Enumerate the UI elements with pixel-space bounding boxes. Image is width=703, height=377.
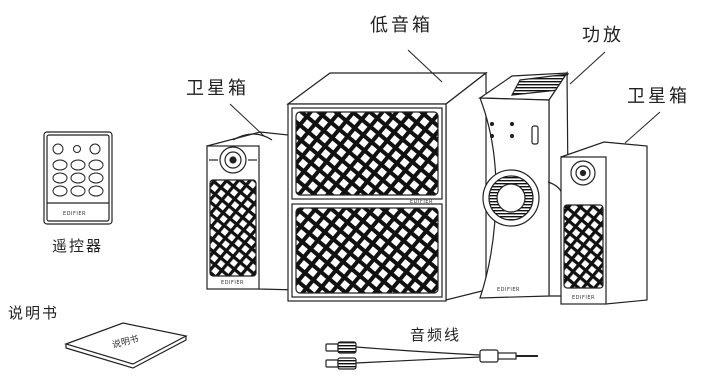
subwoofer-brand: EDIFIER — [410, 199, 433, 205]
satellite-speaker-right: EDIFIER — [560, 141, 648, 305]
subwoofer: EDIFIER — [286, 71, 488, 302]
audio-cable — [325, 341, 538, 370]
label-manual: 说明书 — [8, 304, 60, 322]
amplifier: EDIFIER — [478, 71, 570, 299]
manual-booklet: 说明书 — [64, 322, 188, 369]
label-satellite-left: 卫星箱 — [186, 78, 249, 99]
label-audio-cable: 音频线 — [410, 326, 462, 344]
remote-control: EDIFIER — [43, 131, 113, 225]
label-amplifier: 功放 — [582, 25, 624, 46]
remote-buttons — [52, 143, 104, 197]
satellite-left-brand: EDIFIER — [221, 280, 244, 286]
remote-brand-text: EDIFIER — [63, 211, 86, 217]
satellite-speaker-left: EDIFIER — [206, 131, 299, 291]
leader-lines — [229, 49, 661, 144]
label-satellite-right: 卫星箱 — [627, 86, 690, 107]
label-subwoofer: 低音箱 — [370, 15, 433, 36]
amplifier-brand: EDIFIER — [497, 287, 520, 293]
label-remote: 遥控器 — [52, 237, 104, 255]
satellite-right-brand: EDIFIER — [572, 295, 595, 301]
